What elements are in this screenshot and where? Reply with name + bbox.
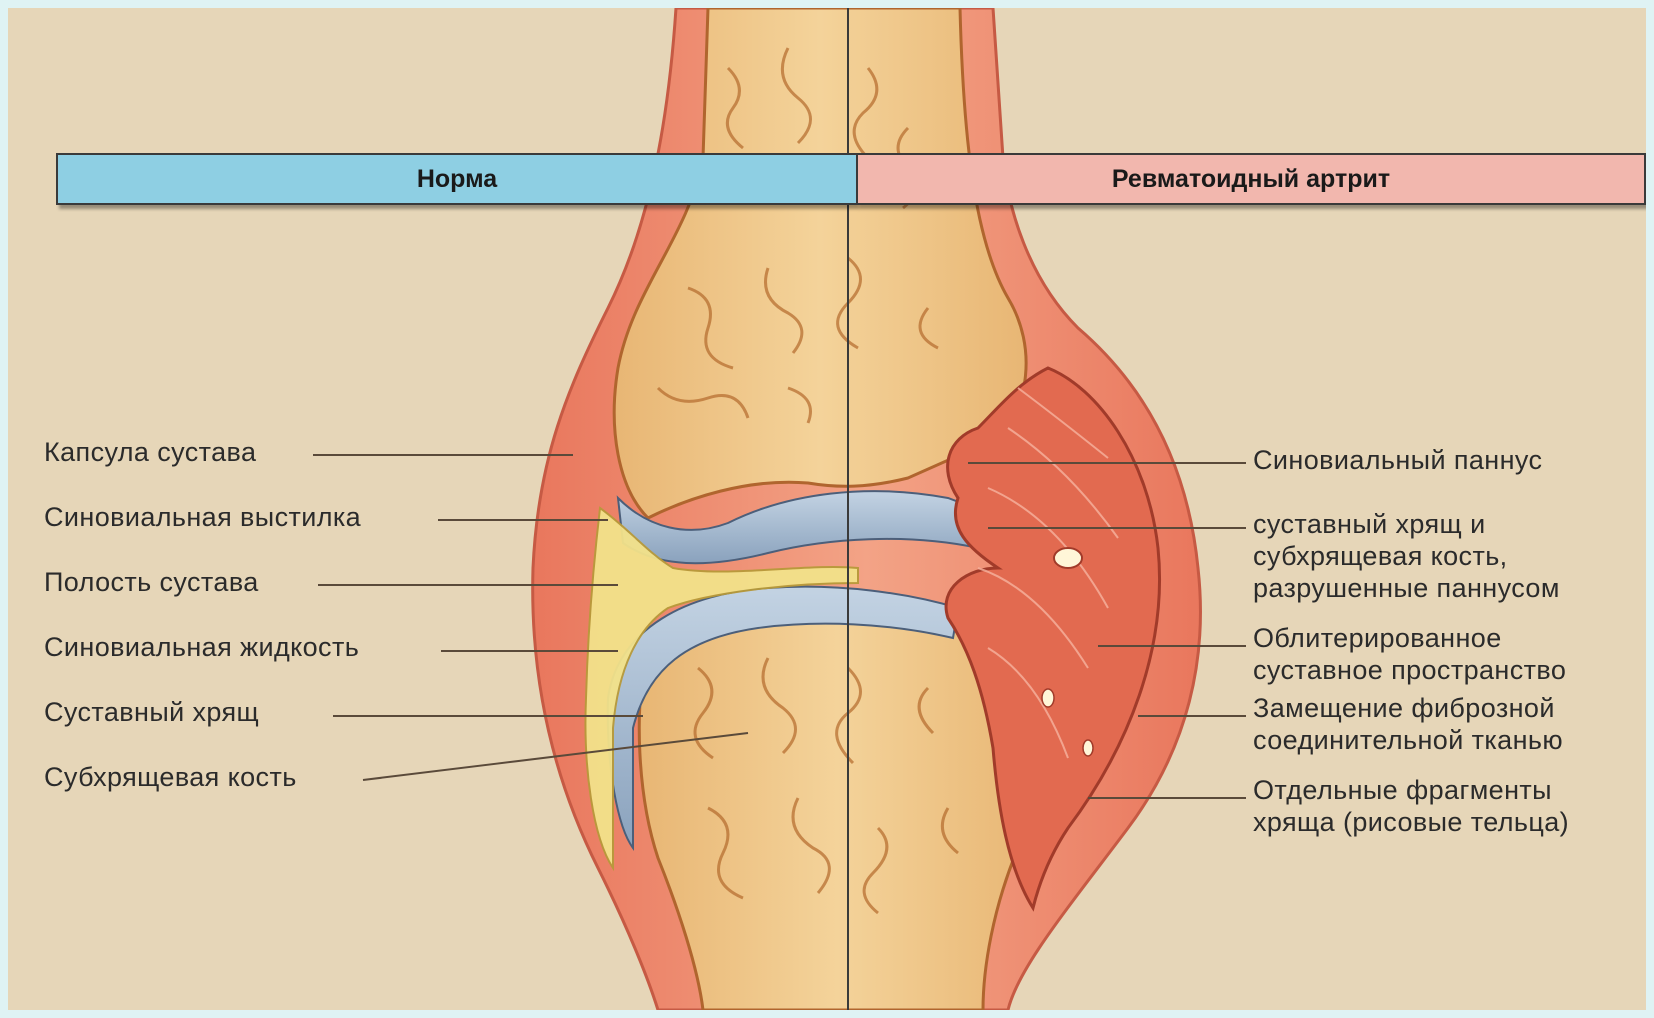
label-fibrous-2: соединительной тканью xyxy=(1253,724,1563,756)
diagram-frame: Норма Ревматоидный артрит Капсула сустав… xyxy=(8,8,1646,1010)
label-pannus: Синовиальный паннус xyxy=(1253,444,1542,476)
label-destroyed-1: суставный хрящ и xyxy=(1253,508,1486,540)
label-capsule: Капсула сустава xyxy=(44,436,256,468)
label-fibrous-1: Замещение фиброзной xyxy=(1253,692,1555,724)
rice-body xyxy=(1042,689,1054,707)
label-synovial-lining: Синовиальная выстилка xyxy=(44,501,361,533)
label-joint-cavity: Полость сустава xyxy=(44,566,259,598)
label-fragments-1: Отдельные фрагменты xyxy=(1253,774,1552,806)
label-fragments-2: хряща (рисовые тельца) xyxy=(1253,806,1569,838)
label-synovial-fluid: Синовиальная жидкость xyxy=(44,631,359,663)
label-destroyed-3: разрушенные паннусом xyxy=(1253,572,1560,604)
label-cartilage: Суставный хрящ xyxy=(44,696,259,728)
label-obliterated-2: суставное пространство xyxy=(1253,654,1566,686)
header-normal: Норма xyxy=(56,153,856,205)
label-destroyed-2: субхрящевая кость, xyxy=(1253,540,1508,572)
rice-body xyxy=(1054,548,1082,568)
rice-body xyxy=(1083,740,1093,756)
label-obliterated-1: Облитерированное xyxy=(1253,622,1502,654)
label-subchondral-bone: Субхрящевая кость xyxy=(44,761,297,793)
header-rheumatoid-arthritis: Ревматоидный артрит xyxy=(856,153,1646,205)
